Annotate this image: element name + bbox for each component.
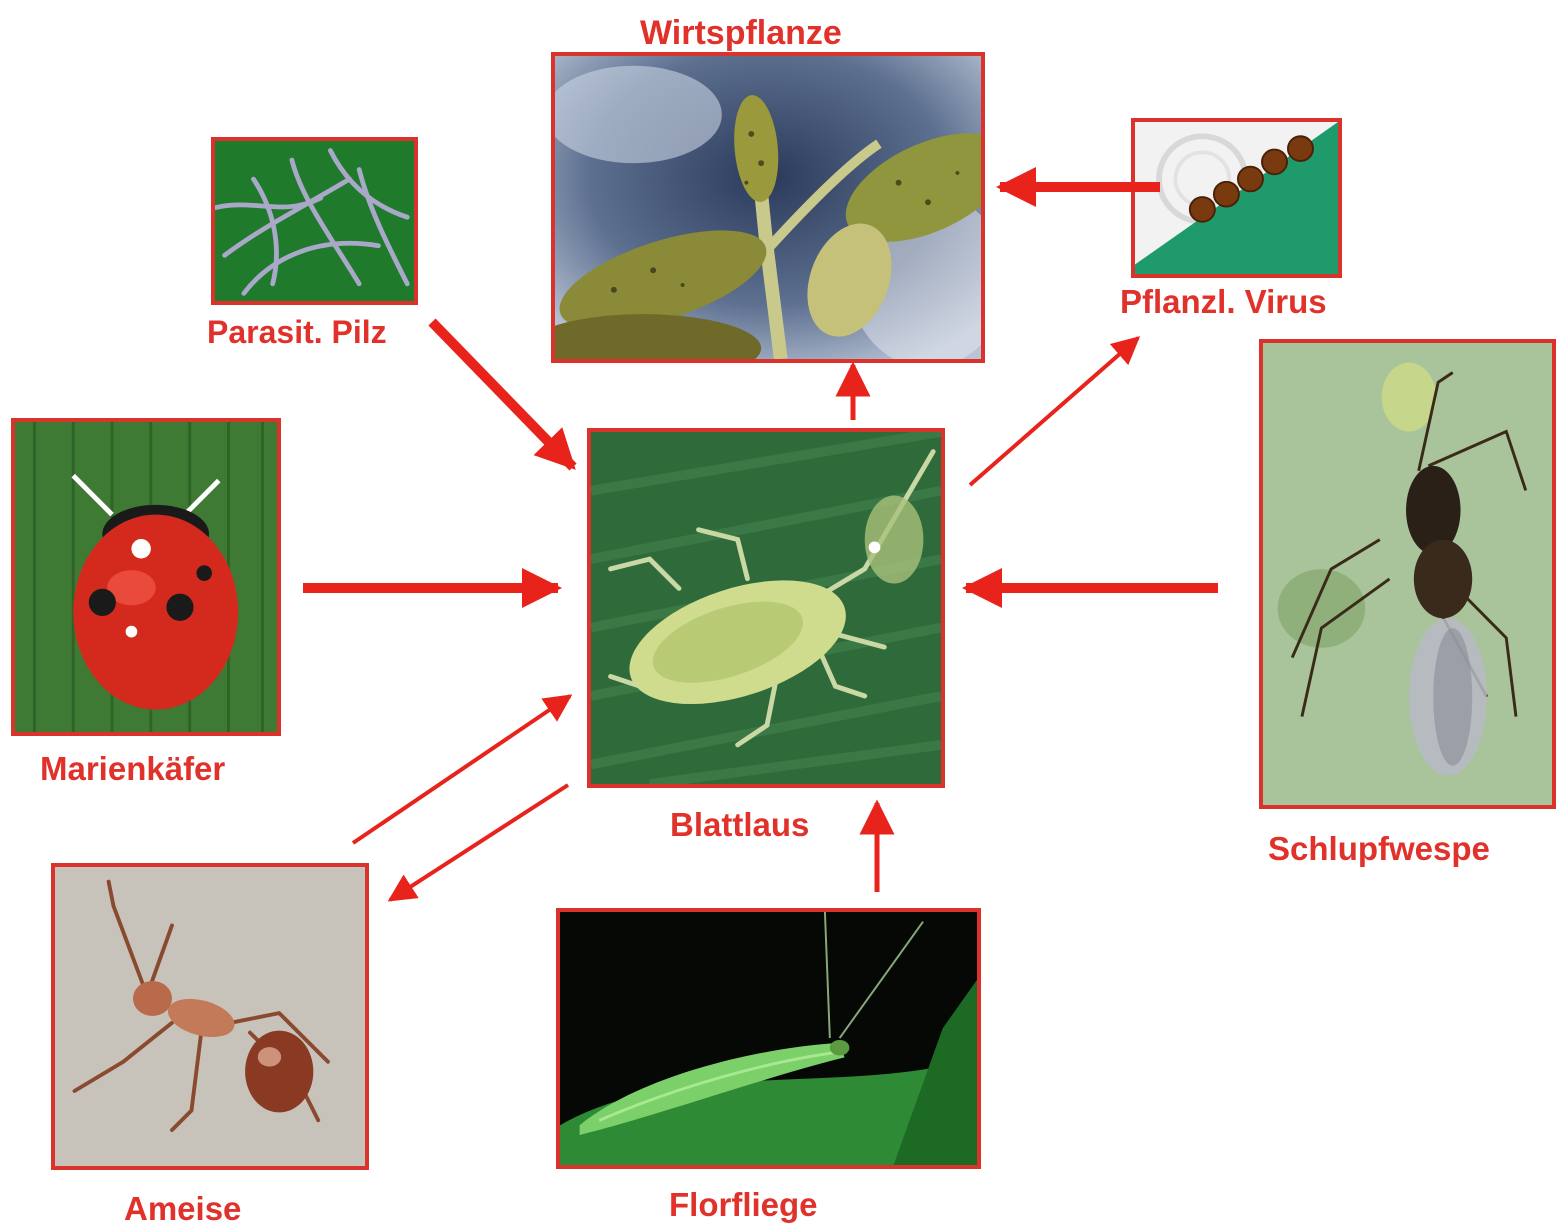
arrow-blattlaus-to-ameise xyxy=(390,785,568,900)
blattlaus-label: Blattlaus xyxy=(670,808,809,841)
pflanzl-virus-label: Pflanzl. Virus xyxy=(1120,285,1327,318)
ant-photo-icon xyxy=(51,863,369,1170)
fungus-photo-icon xyxy=(211,137,418,305)
wasp-photo-icon xyxy=(1259,339,1556,809)
marienkaefer-label: Marienkäfer xyxy=(40,752,225,785)
ameise-label: Ameise xyxy=(124,1192,241,1225)
host-plant-photo-icon xyxy=(551,52,985,363)
aphid-photo-icon xyxy=(587,428,945,788)
florfliege-label: Florfliege xyxy=(669,1188,818,1221)
virus-photo-icon xyxy=(1131,118,1342,278)
arrow-ameise-to-blattlaus xyxy=(353,696,570,843)
parasit-pilz-label: Parasit. Pilz xyxy=(207,316,387,348)
wirtspflanze-label: Wirtspflanze xyxy=(640,16,842,50)
lacewing-photo-icon xyxy=(556,908,981,1169)
ladybug-photo-icon xyxy=(11,418,281,736)
schlupfwespe-label: Schlupfwespe xyxy=(1268,832,1490,865)
arrow-blattlaus-to-virus xyxy=(970,338,1138,485)
